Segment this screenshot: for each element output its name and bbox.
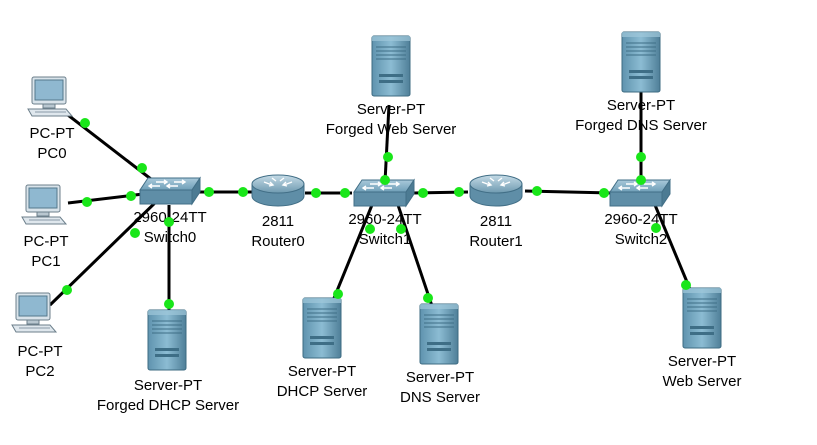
device-router0[interactable]: 2811 Router0 (251, 174, 305, 250)
server-icon (371, 35, 411, 97)
device-name-label: Switch2 (615, 231, 668, 248)
device-name-label: PC1 (31, 253, 60, 270)
link-light-dhcp-server (333, 289, 343, 299)
device-dns-server[interactable]: Server-PT DNS Server (400, 303, 480, 406)
device-forged-dhcp-server[interactable]: Server-PT Forged DHCP Server (97, 309, 239, 414)
device-name-label: Forged DHCP Server (97, 397, 239, 414)
link-light-switch2-web (651, 223, 661, 233)
device-name-label: Switch1 (359, 231, 412, 248)
router-icon (251, 174, 305, 207)
link-light-router1-switch1 (454, 187, 464, 197)
router-icon (469, 174, 523, 207)
device-switch0[interactable]: 2960-24TT Switch0 (133, 177, 207, 246)
device-model-label: Server-PT (357, 101, 425, 118)
server-icon (621, 31, 661, 93)
device-pc2[interactable]: PC-PT PC2 (11, 292, 63, 380)
link-light-router0-switch0 (238, 187, 248, 197)
pc-icon (11, 292, 57, 333)
device-name-label: Web Server (663, 373, 742, 390)
link-light-pc0 (80, 118, 90, 128)
device-name-label: Switch0 (144, 229, 197, 246)
link-light-forged-dns-server (636, 152, 646, 162)
server-icon (147, 309, 187, 371)
device-pc1[interactable]: PC-PT PC1 (21, 184, 69, 270)
link-light-switch0-pc2 (130, 228, 140, 238)
device-name-label: DNS Server (400, 389, 480, 406)
device-name-label: Router1 (469, 233, 522, 250)
link-light-pc2 (62, 285, 72, 295)
device-forged-web-server[interactable]: Server-PT Forged Web Server (326, 35, 457, 138)
device-name-label: Router0 (251, 233, 304, 250)
device-model-label: PC-PT (30, 125, 75, 142)
link-light-switch1-router0 (340, 188, 350, 198)
link-light-switch0-pc1 (126, 191, 136, 201)
device-name-label: PC0 (37, 145, 66, 162)
link-light-switch1-dhcp (365, 224, 375, 234)
link-light-switch0-pc0 (137, 163, 147, 173)
server-icon (419, 303, 459, 365)
link-light-web-server (681, 280, 691, 290)
link-light-switch2-router1 (599, 188, 609, 198)
link-pc0-switch0[interactable] (63, 110, 161, 188)
device-name-label: DHCP Server (277, 383, 368, 400)
pc-icon (21, 184, 67, 225)
device-model-label: Server-PT (406, 369, 474, 386)
link-dns-server-switch1[interactable] (396, 204, 434, 307)
link-forged-web-server-switch1[interactable] (383, 104, 391, 183)
device-switch1[interactable]: 2960-24TT Switch1 (348, 179, 422, 248)
pc-icon (27, 76, 73, 117)
device-model-label: 2811 (262, 213, 294, 230)
switch-icon (139, 177, 201, 205)
device-model-label: 2811 (480, 213, 512, 230)
link-light-switch1-dns (396, 224, 406, 234)
link-status-indicators (62, 118, 691, 309)
device-dhcp-server[interactable]: Server-PT DHCP Server (277, 297, 368, 400)
device-model-label: Server-PT (288, 363, 356, 380)
link-light-switch0-forged-dhcp (164, 217, 174, 227)
link-light-router1-switch2 (532, 186, 542, 196)
device-model-label: Server-PT (134, 377, 202, 394)
link-light-pc1 (82, 197, 92, 207)
link-light-forged-dhcp-server (164, 299, 174, 309)
device-name-label: Forged Web Server (326, 121, 457, 138)
device-model-label: Server-PT (607, 97, 675, 114)
link-light-switch1-forged-web (380, 175, 390, 185)
server-icon (302, 297, 342, 359)
device-model-label: 2960-24TT (348, 211, 421, 228)
link-light-forged-web-server (383, 152, 393, 162)
device-model-label: 2960-24TT (604, 211, 677, 228)
link-light-switch2-forged-dns (636, 175, 646, 185)
device-web-server[interactable]: Server-PT Web Server (663, 287, 742, 390)
link-light-dns-server (423, 293, 433, 303)
device-pc0[interactable]: PC-PT PC0 (27, 76, 75, 162)
device-model-label: PC-PT (24, 233, 69, 250)
device-name-label: PC2 (25, 363, 54, 380)
link-light-switch1-router1 (418, 188, 428, 198)
device-model-label: PC-PT (18, 343, 63, 360)
link-light-switch0-router0 (204, 187, 214, 197)
device-forged-dns-server[interactable]: Server-PT Forged DNS Server (575, 31, 707, 134)
device-model-label: Server-PT (668, 353, 736, 370)
device-switch2[interactable]: 2960-24TT Switch2 (604, 179, 678, 248)
device-name-label: Forged DNS Server (575, 117, 707, 134)
server-icon (682, 287, 722, 349)
device-router1[interactable]: 2811 Router1 (469, 174, 523, 250)
link-light-router0-switch1 (311, 188, 321, 198)
link-web-server-switch2[interactable] (653, 204, 694, 295)
